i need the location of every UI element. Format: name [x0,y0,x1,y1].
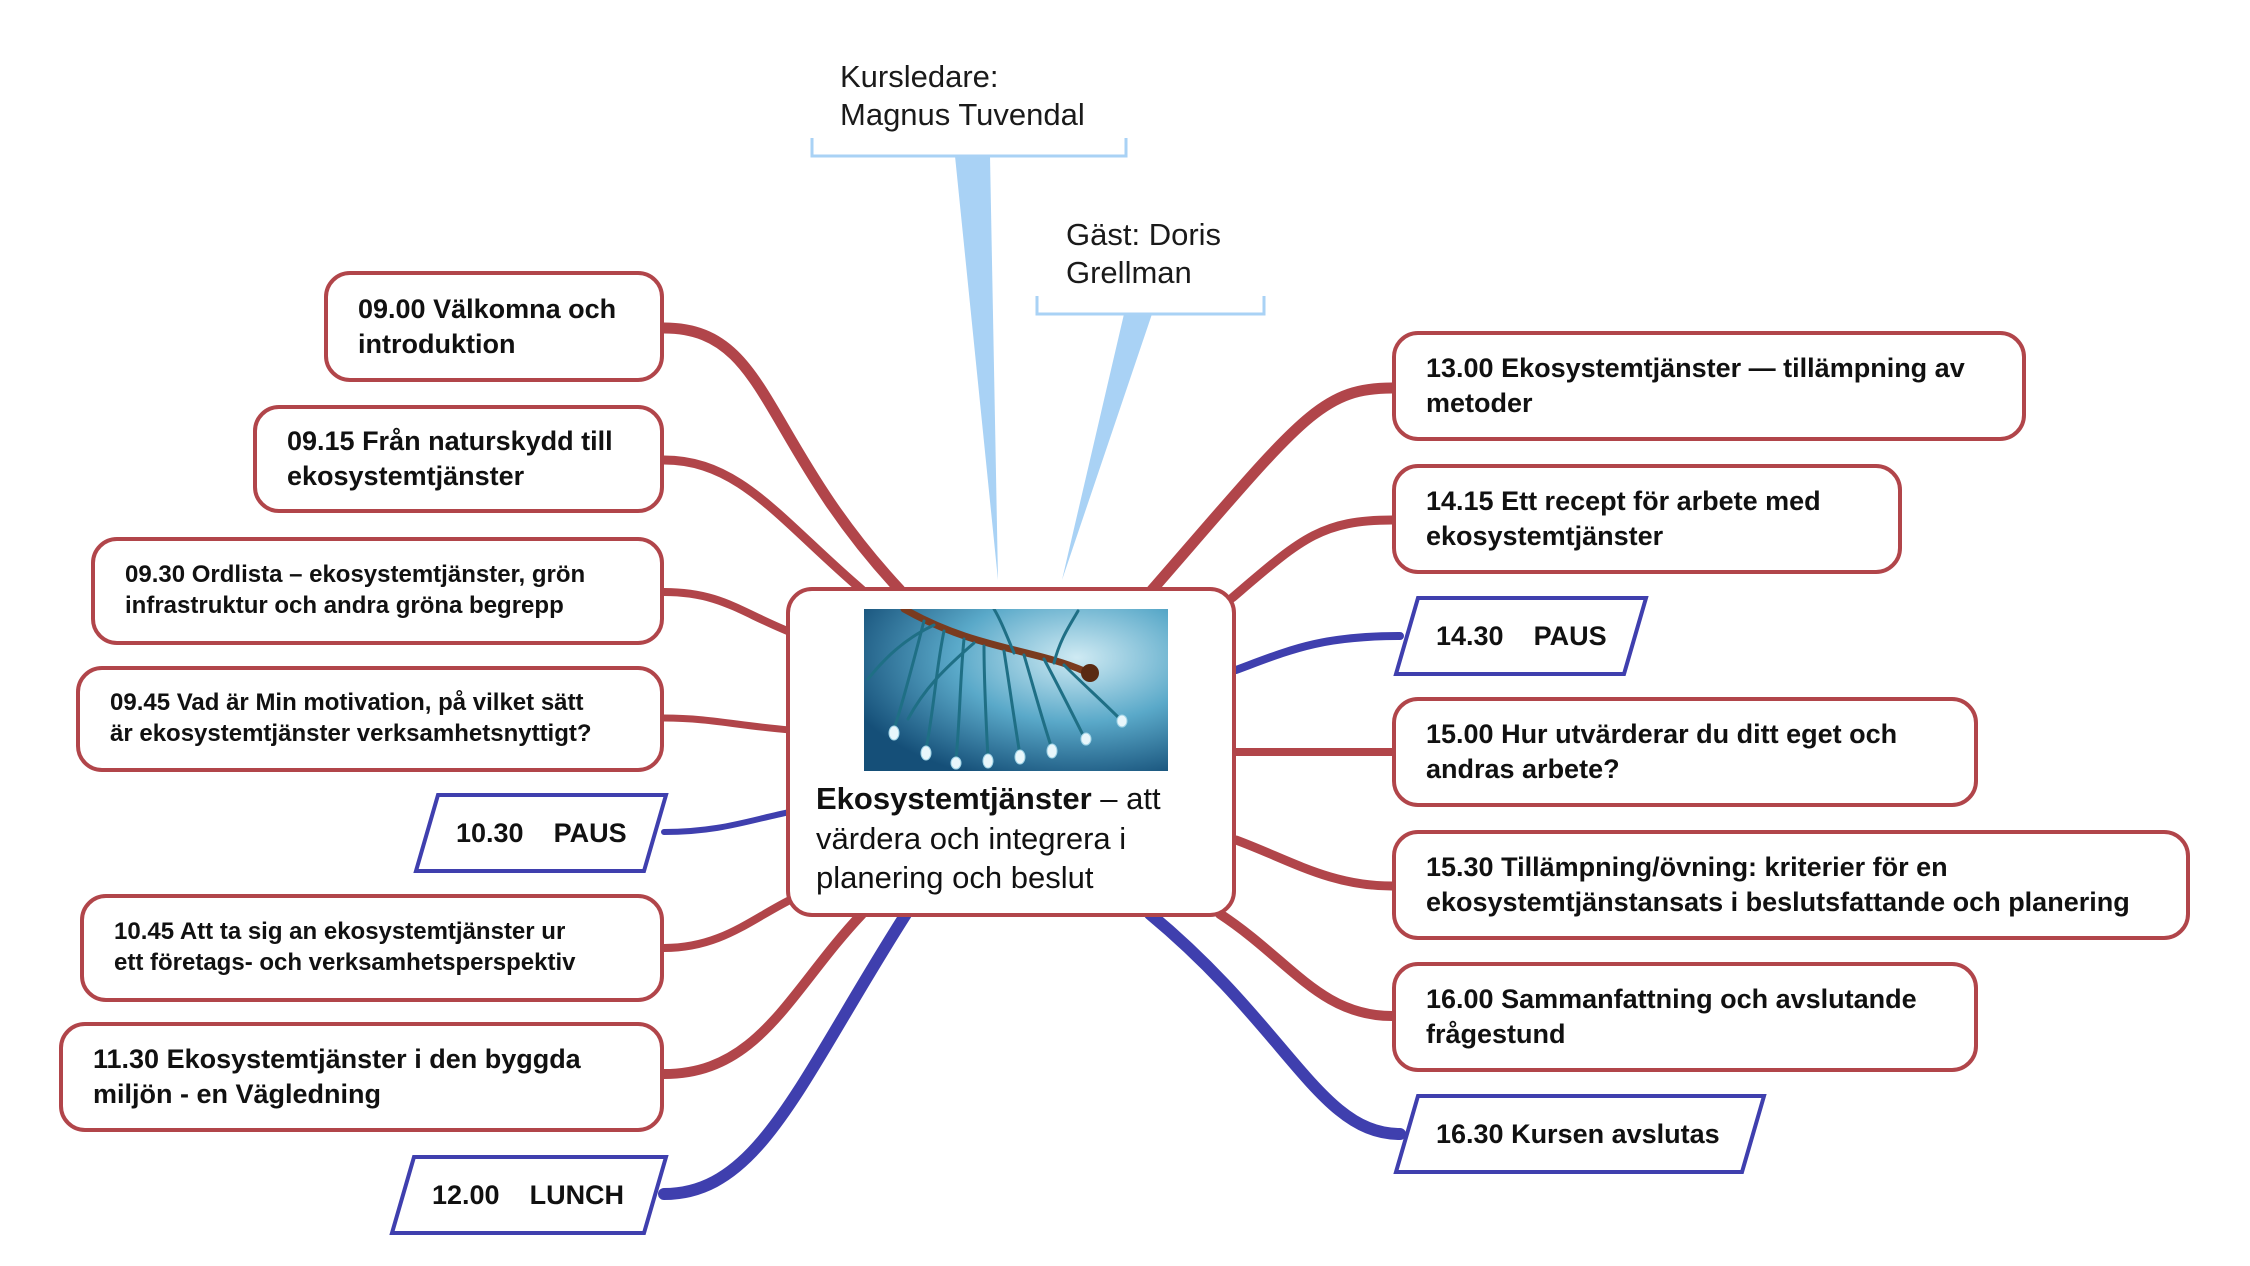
agenda-item-0945: 09.45 Vad är Min motivation, på vilket s… [76,666,664,772]
agenda-item-1200-lunch: 12.00 LUNCH [389,1155,669,1235]
connector-1130 [659,909,867,1079]
agenda-item-1630-label: 16.30 Kursen avslutas [1436,1118,1720,1149]
agenda-item-0930: 09.30 Ordlista – ekosystemtjänster, grön… [91,537,664,645]
right-branch-connectors [1144,382,1406,1140]
leader-callout-wedge [955,156,998,580]
leader-callout-bracket [810,138,1128,158]
central-topic-title-bold: Ekosystemtjänster [816,781,1092,816]
connector-1200 [658,908,912,1200]
central-topic-title: Ekosystemtjänster – att värdera och inte… [816,779,1216,898]
agenda-item-1045: 10.45 Att ta sig an ekosystemtjänster ur… [80,894,664,1002]
connector-0930 [660,588,794,636]
agenda-item-1300: 13.00 Ekosystemtjänster — tillämpning av… [1392,331,2026,441]
agenda-item-1630-end: 16.30 Kursen avslutas [1393,1094,1767,1174]
connector-1415 [1227,515,1397,603]
connector-0945 [660,714,794,734]
agenda-item-1200-label: 12.00 LUNCH [432,1179,625,1210]
end-parallelogram [1393,1094,1767,1174]
connector-0915 [659,455,867,595]
break-parallelogram-2 [1393,596,1649,676]
agenda-item-1415: 14.15 Ett recept för arbete med ekosyste… [1392,464,1902,574]
guest-callout-bracket [1035,296,1266,316]
connector-1630 [1144,908,1406,1140]
agenda-item-1500: 15.00 Hur utvärderar du ditt eget och an… [1392,697,1978,807]
connector-1600 [1215,909,1397,1021]
connector-0900 [658,322,906,596]
connector-1430 [1232,632,1404,674]
central-topic-image [864,609,1168,771]
guest-callout-wedge [1062,314,1152,580]
central-topic: Ekosystemtjänster – att värdera och inte… [786,587,1236,917]
agenda-item-1530: 15.30 Tillämpning/övning: kriterier för … [1392,830,2190,940]
agenda-item-1130: 11.30 Ekosystemtjänster i den byggda mil… [59,1022,664,1132]
agenda-item-1430-label: 14.30 PAUS [1436,620,1607,651]
break-parallelogram [413,793,669,873]
agenda-item-1430-break: 14.30 PAUS [1393,596,1649,676]
spruce-branch-illustration [864,609,1168,771]
connector-1300 [1146,382,1398,596]
agenda-item-1030-break: 10.30 PAUS [413,793,669,873]
agenda-item-0900: 09.00 Välkomna och introduktion [324,271,664,382]
agenda-item-1030-label: 10.30 PAUS [456,817,627,848]
guest-callout: Gäst: Doris Grellman [1066,217,1222,290]
central-topic-title-rest: – att värdera och integrera i planering … [816,781,1161,896]
connector-1530 [1231,835,1397,891]
course-leader-callout: Kursledare: Magnus Tuvendal [840,59,1085,132]
connector-1030 [661,809,793,835]
agenda-item-0915: 09.15 Från naturskydd till ekosystemtjän… [253,405,664,513]
lunch-parallelogram [389,1155,669,1235]
callout-connectors [810,138,1266,580]
agenda-item-1600: 16.00 Sammanfattning och avslutande fråg… [1392,962,1978,1072]
connector-1045 [660,896,794,952]
left-branch-connectors [658,322,912,1200]
